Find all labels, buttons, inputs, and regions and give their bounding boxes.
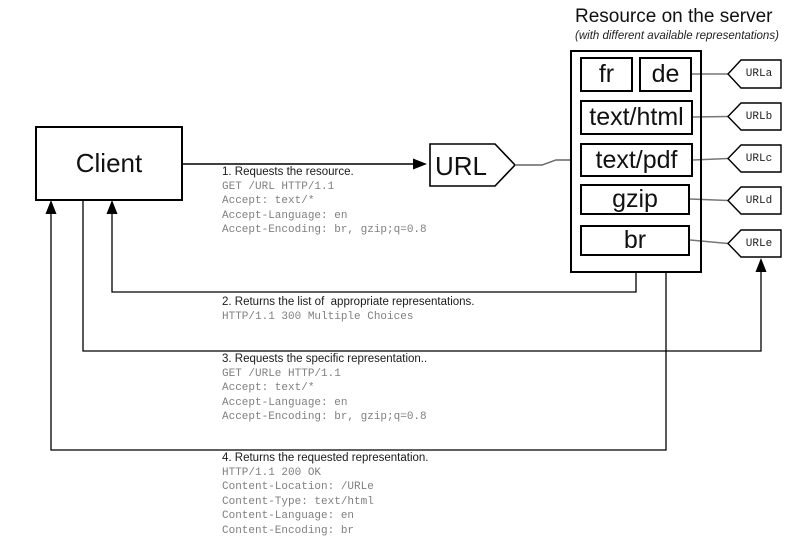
flow-2-arrowhead <box>106 200 118 214</box>
message-1: 1. Requests the resource. GET /URL HTTP/… <box>222 166 427 238</box>
representation-box-gzip: gzip <box>580 184 690 215</box>
tag-connector-b <box>692 115 729 118</box>
url-to-server-connector <box>515 159 570 166</box>
tag-connector-e <box>689 239 729 245</box>
flow-1-arrowhead <box>413 158 427 170</box>
representation-box-de: de <box>639 57 692 92</box>
url-tag-c-label: URLc <box>745 153 773 165</box>
server-subtitle: (with different available representation… <box>575 30 779 42</box>
flow-4-line <box>50 213 667 451</box>
server-title-block: Resource on the server (with different a… <box>575 6 799 42</box>
url-tag-b-label: URLb <box>745 111 773 123</box>
message-3-label: 3. Requests the specific representation.… <box>222 353 428 365</box>
representation-box-fr: fr <box>580 57 633 92</box>
representation-box-text-html: text/html <box>580 100 693 135</box>
flow-3-arrowhead <box>755 258 767 272</box>
url-tag-c-shape <box>727 144 782 173</box>
flow-3-line <box>82 201 762 352</box>
representation-box-text-pdf: text/pdf <box>580 143 693 177</box>
message-2-http-lines: HTTP/1.1 300 Multiple Choices <box>222 311 414 323</box>
message-3-http-lines: GET /URLe HTTP/1.1 Accept: text/* Accept… <box>222 368 427 424</box>
url-node-shape <box>429 143 517 187</box>
url-tag-b-shape <box>727 102 782 131</box>
url-node-label: URL <box>434 150 487 181</box>
server-box <box>570 50 702 273</box>
client-box: Client <box>35 126 183 201</box>
message-2-label: 2. Returns the list of appropriate repre… <box>222 296 475 308</box>
message-3: 3. Requests the specific representation.… <box>222 353 427 425</box>
url-tag-d-label: URLd <box>745 195 773 207</box>
message-4-http-lines: HTTP/1.1 200 OK Content-Location: /URLe … <box>222 467 374 537</box>
url-tag-e-label: URLe <box>745 238 773 250</box>
representation-box-br: br <box>580 225 690 256</box>
message-1-label: 1. Requests the resource. <box>222 166 354 178</box>
message-4-label: 4. Returns the requested representation. <box>222 452 429 464</box>
flow-2-line <box>111 213 637 293</box>
message-2: 2. Returns the list of appropriate repre… <box>222 296 475 324</box>
url-tag-d-shape <box>727 186 782 215</box>
url-tag-a-shape <box>727 59 782 89</box>
server-title: Resource on the server <box>575 6 773 27</box>
flow-4-arrowhead <box>45 200 57 214</box>
message-1-http-lines: GET /URL HTTP/1.1 Accept: text/* Accept-… <box>222 181 427 237</box>
url-tag-a-label: URLa <box>745 68 773 80</box>
message-4: 4. Returns the requested representation.… <box>222 452 429 538</box>
tag-connector-c <box>692 157 729 161</box>
url-tag-e-shape <box>727 229 782 258</box>
tag-connector-d <box>689 198 729 202</box>
